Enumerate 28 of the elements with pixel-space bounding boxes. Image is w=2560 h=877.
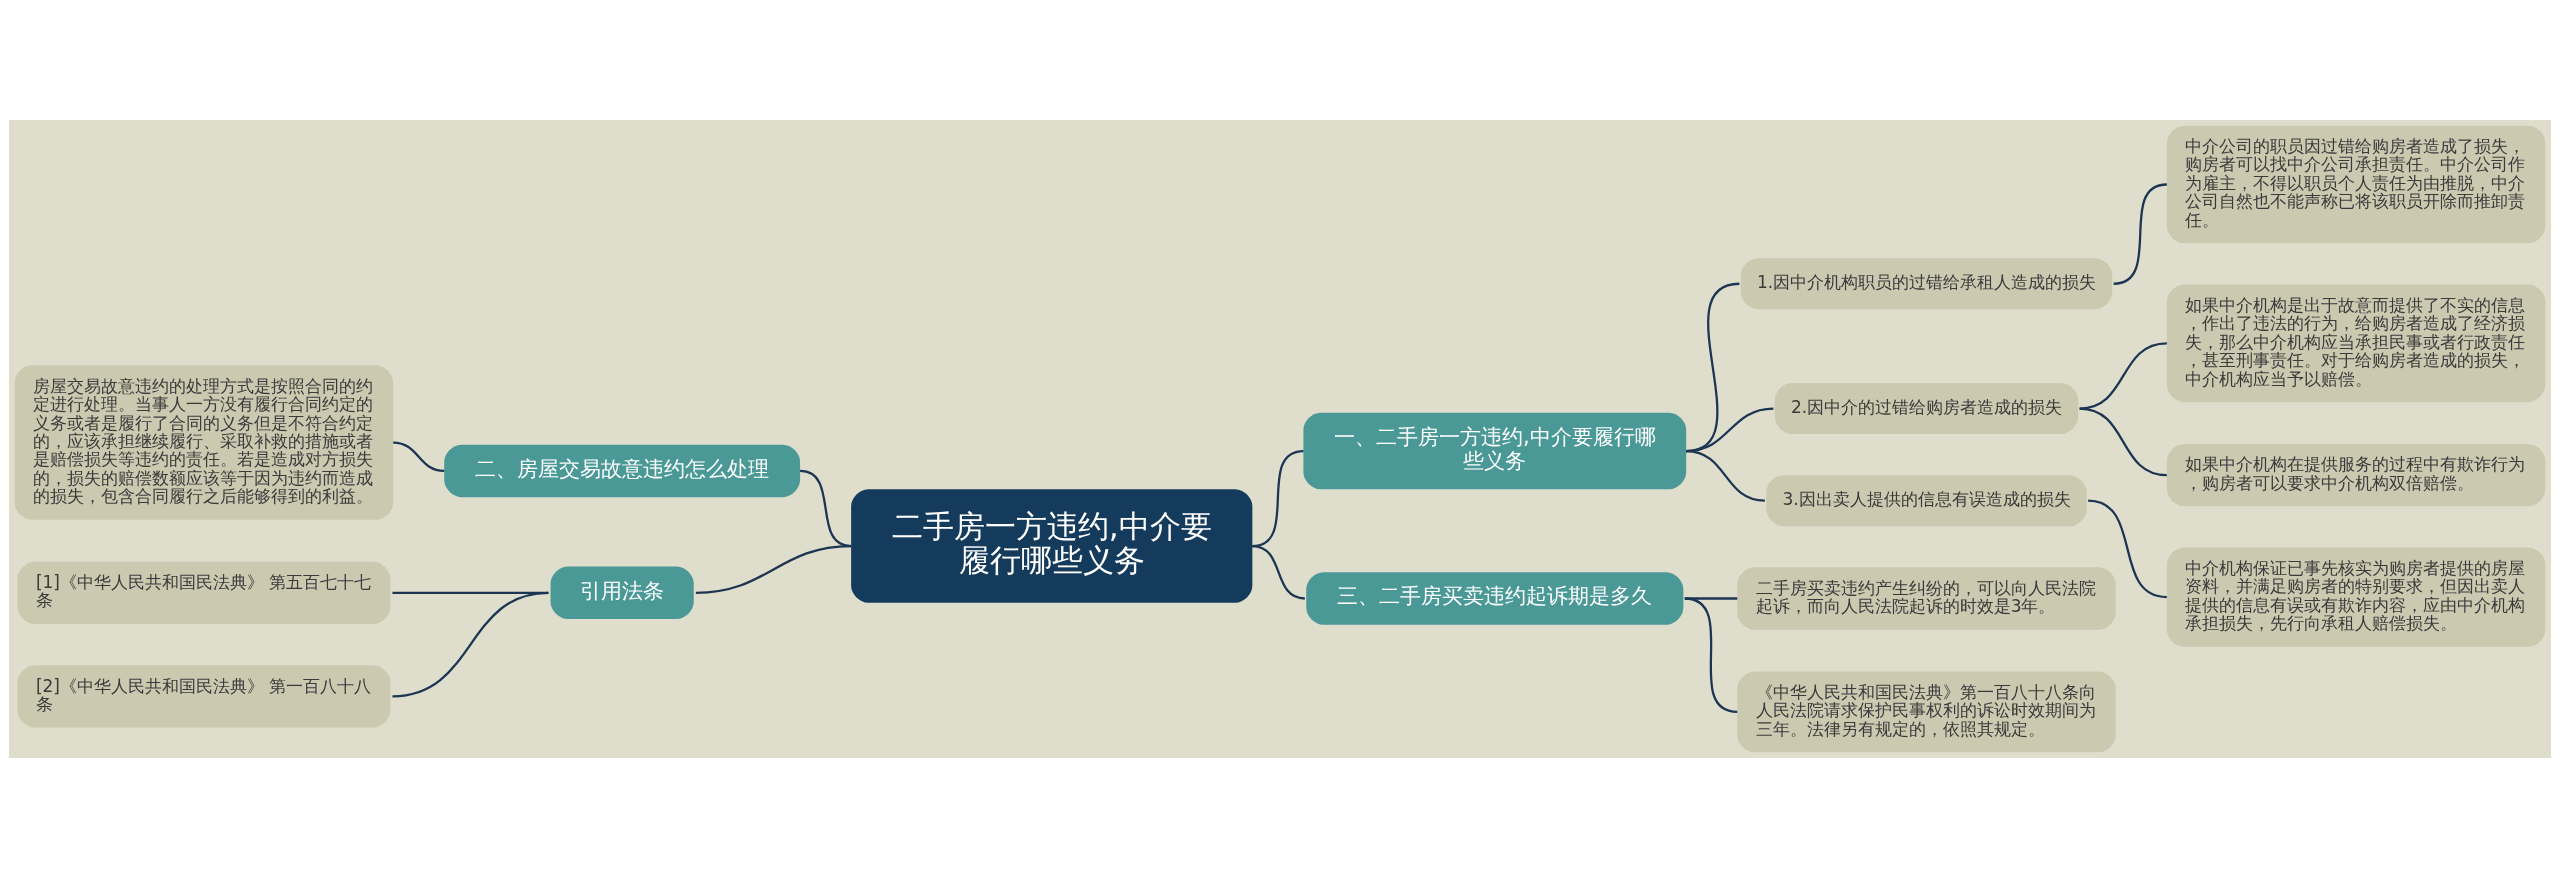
connector bbox=[1686, 449, 1765, 502]
node-box: 二手房买卖违约产生纠纷的，可以向人民法院起诉，而向人民法院起诉的时效是3年。 bbox=[1737, 566, 2116, 630]
node-box: 房屋交易故意违约的处理方式是按照合同的约定进行处理。当事人一方没有履行合同约定的义务或者是履行了合同的义务但是不符合约定的，应该承担继续履行、采取补救的措施或者是赔偿损失等违约的责任。若是造成对方损失的，损失的赔偿数额应该等于因为违约而造成的损失，包含合同履行之后能够得到的利益。 bbox=[14, 364, 394, 520]
node-box: 中介公司的职员因过错给购房者造成了损失，购房者可以找中介公司承担责任。中介公司作为雇主，不得以职员个人责任为由推脱，中介公司自然也不能声称已将该职员开除而推卸责任。 bbox=[2166, 125, 2546, 243]
node-box: 如果中介机构是出于故意而提供了不实的信息，作出了违法的行为，给购房者造成了经济损失，那么中介机构应当承担民事或者行政责任，甚至刑事责任。对于给购房者造成的损失，中介机构应当予以赔偿。 bbox=[2166, 283, 2546, 402]
connector bbox=[1684, 596, 1738, 600]
connector bbox=[2079, 406, 2167, 476]
node-box: [2]《中华人民共和国民法典》 第一百八十八条 bbox=[17, 664, 391, 727]
connector bbox=[2087, 499, 2167, 598]
node-box: 二、房屋交易故意违约怎么处理 bbox=[444, 444, 801, 497]
connector bbox=[393, 440, 445, 472]
node-box: 三、二手房买卖违约起诉期是多久 bbox=[1306, 571, 1684, 625]
node-box: 《中华人民共和国民法典》第一百八十八条向人民法院请求保护民事权利的诉讼时效期间为三年。法律另有规定的，依照其规定。 bbox=[1737, 671, 2116, 752]
node-box: 1.因中介机构职员的过错给承租人造成的损失 bbox=[1740, 257, 2113, 309]
connector bbox=[1252, 544, 1305, 600]
node-box: 一、二手房一方违约,中介要履行哪些义务 bbox=[1303, 412, 1687, 489]
node-box: 3.因出卖人提供的信息有误造成的损失 bbox=[1766, 474, 2087, 526]
node-box: 引用法条 bbox=[550, 566, 694, 619]
node-box: 中介机构保证已事先核实为购房者提供的房屋资料，并满足购房者的特别要求，但因出卖人提供的信息有误或有欺诈内容，应由中介机构承担损失，先行向承租人赔偿损失。 bbox=[2166, 546, 2546, 647]
connector bbox=[392, 591, 549, 697]
node-box: 2.因中介的过错给购房者造成的损失 bbox=[1774, 382, 2079, 434]
connector bbox=[695, 544, 852, 594]
node-box: 如果中介机构在提供服务的过程中有欺诈行为，购房者可以要求中介机构双倍赔偿。 bbox=[2166, 443, 2546, 506]
connector bbox=[2079, 341, 2167, 410]
connector bbox=[1684, 596, 1738, 713]
node-box: [1]《中华人民共和国民法典》 第五百七十七条 bbox=[17, 561, 391, 624]
connector bbox=[2113, 182, 2168, 285]
node-box: 二手房一方违约,中介要履行哪些义务 bbox=[851, 488, 1253, 603]
